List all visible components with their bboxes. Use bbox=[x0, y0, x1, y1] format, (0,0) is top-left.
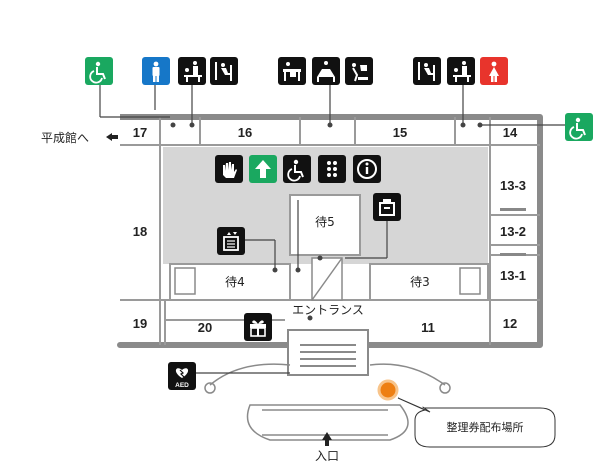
leader-lines bbox=[99, 82, 565, 374]
room-waiting5 bbox=[289, 194, 361, 256]
room-12: 12 bbox=[503, 316, 517, 331]
aed-icon: AED bbox=[168, 362, 196, 390]
coin-locker-icon bbox=[373, 193, 401, 221]
room-13-dividers bbox=[500, 208, 526, 256]
information-icon bbox=[353, 155, 381, 183]
ticket-place-marker bbox=[377, 379, 399, 401]
nursing-room-icon bbox=[278, 57, 306, 85]
room-waiting3-label: 待3 bbox=[410, 275, 430, 289]
elevator-icon bbox=[217, 227, 245, 255]
room-11: 11 bbox=[421, 320, 435, 335]
restroom-women-icon bbox=[480, 57, 508, 85]
hand-stop-icon bbox=[215, 155, 243, 183]
leader-dots bbox=[170, 122, 483, 321]
entrance-hall-label: エントランス bbox=[292, 303, 364, 317]
room-13-3: 13-3 bbox=[500, 178, 526, 193]
gift-shop-icon bbox=[244, 313, 272, 341]
aed-label: AED bbox=[175, 382, 189, 389]
room-waiting5-label: 待5 bbox=[315, 215, 335, 229]
entrance-arrow-icon bbox=[322, 432, 332, 446]
stairs bbox=[174, 257, 481, 301]
baby-care-icon bbox=[178, 57, 206, 85]
braille-icon bbox=[318, 155, 346, 183]
ticket-place-label: 整理券配布場所 bbox=[447, 420, 524, 434]
wheelchair-icon bbox=[85, 57, 113, 85]
baby-care-icon-2 bbox=[447, 57, 475, 85]
entrance-corridor bbox=[287, 329, 369, 376]
room-13-1: 13-1 bbox=[500, 268, 526, 283]
restroom-men-icon bbox=[142, 57, 170, 85]
room-14: 14 bbox=[503, 125, 518, 140]
heisei-arrow-icon bbox=[106, 133, 118, 141]
wheelchair-icon-right bbox=[565, 113, 593, 141]
room-18: 18 bbox=[133, 224, 147, 239]
driveway bbox=[204, 363, 451, 441]
room-13-2: 13-2 bbox=[500, 224, 526, 239]
route-arrow-icon bbox=[249, 155, 277, 183]
entrance-label: 入口 bbox=[315, 449, 339, 463]
room-waiting4-label: 待4 bbox=[225, 275, 245, 289]
room-17: 17 bbox=[133, 125, 147, 140]
room-16: 16 bbox=[238, 125, 252, 140]
ticket-callout bbox=[397, 397, 556, 448]
room-20: 20 bbox=[198, 320, 212, 335]
wheelchair-icon-hall bbox=[283, 155, 311, 183]
diaper-change-icon-2 bbox=[413, 57, 441, 85]
heisei-hall-label: 平成館へ bbox=[41, 130, 89, 145]
room-15: 15 bbox=[393, 125, 407, 140]
diaper-change-icon bbox=[210, 57, 238, 85]
hot-water-icon bbox=[345, 57, 373, 85]
baby-changing-icon bbox=[312, 57, 340, 85]
room-19: 19 bbox=[133, 316, 147, 331]
